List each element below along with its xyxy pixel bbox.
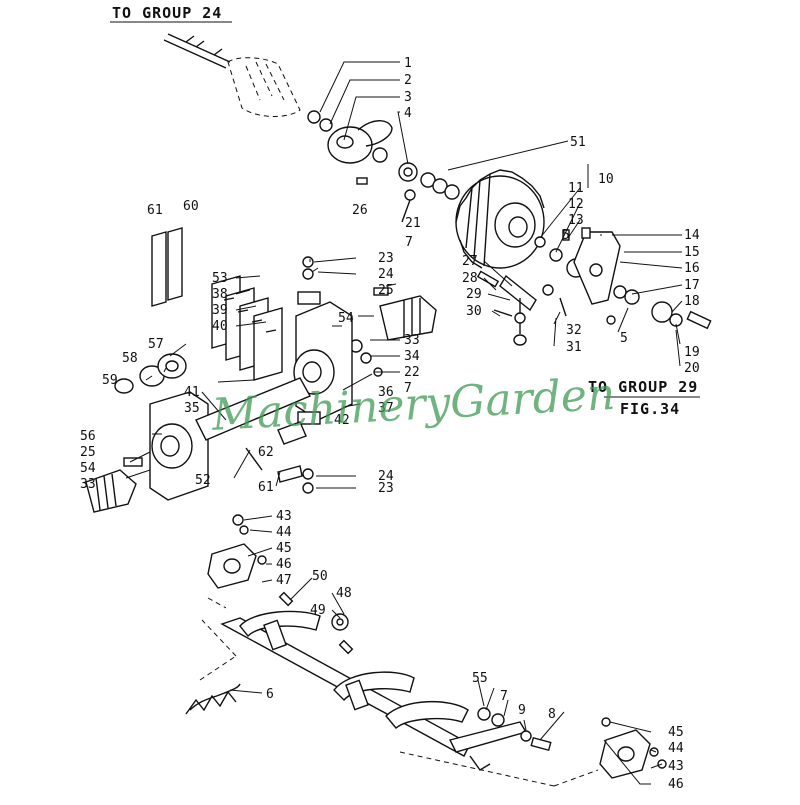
label-8: 8 [548,707,556,722]
label-25-left: 25 [80,445,96,460]
label-52: 52 [195,473,211,488]
label-6: 6 [266,687,274,702]
to-group-24-text: TO GROUP 24 [112,4,222,22]
label-27: 27 [462,254,478,269]
label-54-mid: 54 [338,311,354,326]
label-54-left: 54 [80,461,96,476]
label-44-left: 44 [276,525,292,540]
label-7-bottom: 7 [500,689,508,704]
right-assembly [534,227,712,330]
label-5-right: 5 [620,331,628,346]
label-24-bottom: 24 [378,469,394,484]
label-44-right: 44 [668,741,684,756]
label-17: 17 [684,278,700,293]
upper-shaft-assembly [163,33,460,223]
label-9: 9 [518,703,526,718]
leader-lines [125,61,683,785]
label-50: 50 [312,569,328,584]
label-19: 19 [684,345,700,360]
label-36: 36 [378,385,394,400]
shift-plates [211,275,283,381]
label-12: 12 [568,197,584,212]
label-1: 1 [404,56,412,71]
label-48: 48 [336,586,352,601]
label-43-left: 43 [276,509,292,524]
label-47: 47 [276,573,292,588]
bevel-gear-51 [455,169,545,269]
label-7-top: 7 [405,235,413,250]
fig-label: FIG.34 [620,400,680,418]
label-20: 20 [684,361,700,376]
label-22: 22 [404,365,420,380]
label-29: 29 [466,287,482,302]
label-26: 26 [352,203,368,218]
label-3: 3 [404,90,412,105]
label-56: 56 [80,429,96,444]
label-60: 60 [183,199,199,214]
label-4: 4 [404,106,412,121]
label-5-top: 5 [562,228,570,243]
label-33-mid: 33 [404,333,420,348]
label-2: 2 [404,73,412,88]
label-25-top: 25 [378,283,394,298]
label-42: 42 [334,413,350,428]
label-55: 55 [472,671,488,686]
label-37: 37 [378,401,394,416]
label-45-right: 45 [668,725,684,740]
part-labels: 1 2 3 4 51 10 11 12 13 5 14 15 16 17 18 … [80,56,700,792]
label-38: 38 [212,287,228,302]
label-24-top: 24 [378,267,394,282]
label-62: 62 [258,445,274,460]
label-49: 49 [310,603,326,618]
left-housing [85,256,314,513]
label-59: 59 [102,373,118,388]
linkage-27-32 [476,270,567,346]
label-16: 16 [684,261,700,276]
fork-shaft-assembly [185,514,667,787]
label-58: 58 [122,351,138,366]
to-group-29-text: TO GROUP 29 [588,378,698,396]
label-51: 51 [570,135,586,150]
label-14: 14 [684,228,700,243]
label-34: 34 [404,349,420,364]
label-31: 31 [566,340,582,355]
label-46-right: 46 [668,777,684,792]
label-45-left: 45 [276,541,292,556]
label-28: 28 [462,271,478,286]
label-23-bottom: 23 [378,481,394,496]
center-housing [293,268,353,425]
label-40: 40 [212,319,228,334]
label-61-top: 61 [147,203,163,218]
label-61-bottom: 61 [258,480,274,495]
label-35: 35 [184,401,200,416]
side-plates-60-61 [151,227,183,307]
label-33-left: 33 [80,477,96,492]
label-46-left: 46 [276,557,292,572]
label-18: 18 [684,294,700,309]
label-7-mid: 7 [404,381,412,396]
label-32: 32 [566,323,582,338]
label-10: 10 [598,172,614,187]
watermark: MachineryGarden [210,369,617,441]
label-30: 30 [466,304,482,319]
label-11: 11 [568,181,584,196]
label-39: 39 [212,303,228,318]
label-57: 57 [148,337,164,352]
label-43-right: 43 [668,759,684,774]
label-23-top: 23 [378,251,394,266]
label-21: 21 [405,216,421,231]
label-13: 13 [568,213,584,228]
label-41: 41 [184,385,200,400]
pinion-shaft-33 [349,287,437,377]
label-15: 15 [684,245,700,260]
label-53: 53 [212,271,228,286]
